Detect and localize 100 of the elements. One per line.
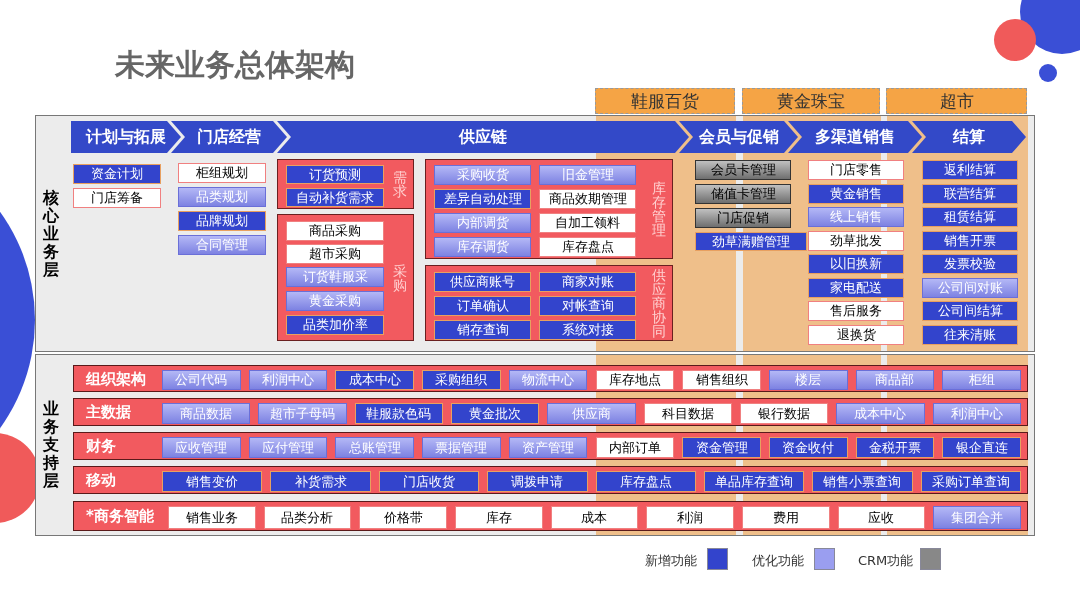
function-box: 成本中心	[836, 403, 925, 424]
function-box: 商品效期管理	[539, 189, 636, 209]
function-box: 发票校验	[922, 254, 1018, 274]
function-box: 门店促销	[695, 208, 791, 228]
legend-label: CRM功能	[858, 552, 914, 570]
function-box: 采购订单查询	[920, 471, 1021, 492]
group-label: 采购	[392, 263, 408, 292]
function-box: 楼层	[768, 370, 848, 390]
row-label: 移动	[86, 470, 116, 490]
function-box: 柜组	[942, 370, 1021, 390]
function-box: 采购收货	[434, 165, 531, 185]
function-box: 订货鞋服采	[286, 267, 384, 287]
function-box: 品牌规划	[178, 211, 266, 231]
function-box: 黄金批次	[451, 403, 540, 424]
function-box: 库存调货	[434, 237, 531, 257]
function-box: 对帐查询	[539, 296, 636, 316]
function-box: 采购组织	[422, 370, 501, 390]
function-box: 集团合并	[933, 506, 1021, 529]
function-box: 订单确认	[434, 296, 531, 316]
row-label: *商务智能	[86, 506, 154, 526]
function-box: 调拨申请	[487, 471, 588, 492]
function-box: 门店零售	[808, 160, 904, 180]
function-box: 黄金销售	[808, 184, 904, 204]
function-box: 鞋服款色码	[354, 403, 443, 424]
function-box: 总账管理	[335, 437, 415, 458]
process-step: 供应链	[277, 121, 689, 153]
function-box: 库存盘点	[595, 471, 696, 492]
function-box: 系统对接	[539, 320, 636, 340]
row-label: 组织架构	[86, 369, 146, 388]
function-box: 金税开票	[855, 437, 935, 458]
function-box: 银行数据	[740, 403, 829, 424]
function-box: 应付管理	[248, 437, 328, 458]
support-row	[73, 365, 1028, 392]
group-box	[277, 214, 414, 341]
function-box: 商家对账	[539, 272, 636, 292]
function-box: 劲草批发	[808, 231, 904, 251]
function-box: 销售变价	[162, 471, 263, 492]
function-box: 费用	[742, 506, 830, 529]
function-box: 公司间对账	[922, 278, 1018, 298]
function-box: 商品部	[855, 370, 935, 390]
function-box: 资产管理	[508, 437, 588, 458]
function-box: 利润中心	[248, 370, 328, 390]
group-box	[277, 159, 414, 209]
function-box: 利润中心	[932, 403, 1021, 424]
function-box: 合同管理	[178, 235, 266, 255]
function-box: 租赁结算	[922, 207, 1018, 227]
function-box: 返利结算	[922, 160, 1018, 180]
function-box: 应收管理	[162, 437, 241, 458]
layer-panel	[35, 115, 1035, 352]
function-box: 单品库存查询	[703, 471, 805, 492]
function-box: 线上销售	[808, 207, 904, 227]
function-box: 供应商账号	[434, 272, 531, 292]
function-box: 内部调货	[434, 213, 531, 233]
function-box: 科目数据	[643, 403, 732, 424]
function-box: 公司代码	[162, 370, 241, 390]
function-box: 品类加价率	[286, 315, 384, 335]
function-box: 储值卡管理	[695, 184, 791, 204]
function-box: 往来清账	[922, 325, 1018, 345]
band-header: 鞋服百货	[595, 88, 735, 114]
function-box: 超市子母码	[258, 403, 347, 424]
function-box: 柜组规划	[178, 163, 266, 183]
group-box	[425, 159, 673, 259]
layer-label: 核心业务层	[42, 188, 60, 279]
function-box: 订货预测	[286, 165, 384, 184]
function-box: 物流中心	[508, 370, 588, 390]
function-box: 商品数据	[162, 403, 251, 424]
function-box: 库存地点	[595, 370, 675, 390]
function-box: 成本	[550, 506, 639, 529]
function-box: 资金收付	[768, 437, 848, 458]
function-box: 差异自动处理	[434, 189, 531, 209]
function-box: 家电配送	[808, 278, 904, 298]
support-row	[73, 501, 1028, 531]
band-header: 黄金珠宝	[742, 88, 880, 114]
function-box: 应收	[837, 506, 926, 529]
function-box: 价格带	[359, 506, 447, 529]
group-label: 库存管理	[651, 181, 667, 237]
support-row	[73, 466, 1028, 494]
function-box: 退换货	[808, 325, 904, 345]
function-box: 门店筹备	[73, 188, 161, 208]
group-box	[425, 265, 673, 341]
support-row	[73, 398, 1028, 426]
function-box: 资金计划	[73, 164, 161, 184]
process-step: 计划与拓展	[71, 121, 181, 153]
function-box: 黄金采购	[286, 291, 384, 311]
function-box: 联营结算	[922, 184, 1018, 204]
row-label: 主数据	[86, 402, 131, 422]
function-box: 自动补货需求	[286, 188, 384, 207]
function-box: 供应商	[547, 403, 636, 424]
layer-label: 业务支持层	[42, 400, 60, 490]
function-box: 成本中心	[335, 370, 415, 390]
support-row	[73, 432, 1028, 460]
function-box: 会员卡管理	[695, 160, 791, 180]
function-box: 销售业务	[168, 506, 256, 529]
function-box: 资金管理	[682, 437, 761, 458]
function-box: 销存查询	[434, 320, 531, 340]
function-box: 以旧换新	[808, 254, 904, 274]
function-box: 销售开票	[922, 231, 1018, 251]
function-box: 库存	[455, 506, 543, 529]
row-label: 财务	[86, 436, 116, 456]
function-box: 补货需求	[270, 471, 371, 492]
